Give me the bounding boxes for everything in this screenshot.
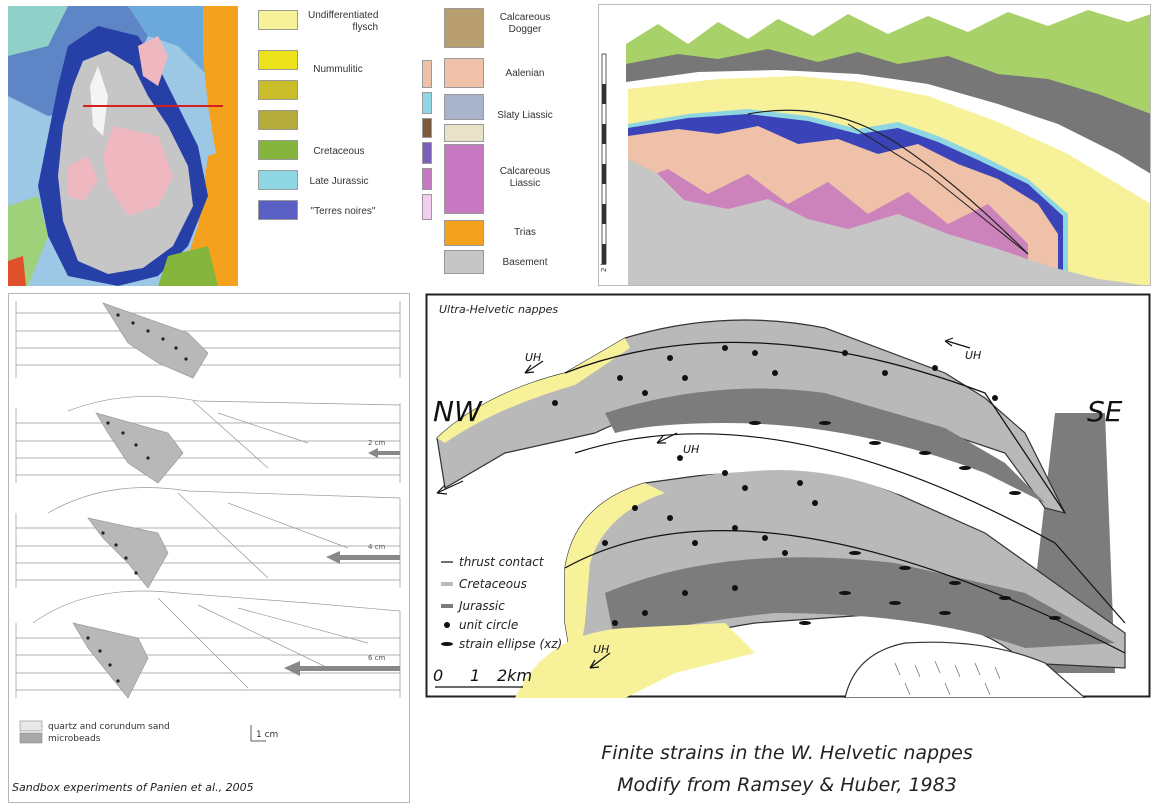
scale-zero: 0: [433, 666, 443, 685]
scale-one: 1: [470, 666, 480, 685]
cross-section: 2 km: [598, 4, 1151, 286]
legend-swatch-flysch: [258, 10, 298, 30]
legend-swatch-terres-noires: [258, 200, 298, 220]
basement-hatch: [894, 660, 1001, 696]
legend-swatch-nummulitic-1: [258, 50, 298, 70]
helvetic-title: Ultra-Helvetic nappes: [439, 303, 558, 316]
legend-jurassic: Jurassic: [457, 599, 505, 613]
uh-arrows: [436, 337, 971, 669]
push-label-2cm: 2 cm: [368, 439, 386, 447]
legend-swatch-trias: [444, 220, 484, 246]
legend-label-calcareous-liassic: Calcareous Liassic: [499, 166, 551, 189]
legend-swatch-aalenian: [444, 58, 484, 88]
label-nw: NW: [433, 395, 483, 428]
legend-marker-1: [422, 60, 432, 88]
unit-circles: [552, 345, 998, 626]
uh-label-4: UH: [593, 643, 609, 656]
push-arrows: [284, 448, 400, 676]
sandbox-stage-3: [15, 487, 401, 589]
legend-marker-2: [422, 92, 432, 114]
legend-label-late-jurassic: Late Jurassic: [309, 176, 369, 187]
label-se: SE: [1087, 395, 1123, 428]
legend-strain-ellipse: strain ellipse (xz): [459, 637, 562, 651]
push-label-6cm: 6 cm: [368, 654, 386, 662]
helvetic-caption-line2: Modify from Ramsey & Huber, 1983: [617, 774, 957, 796]
helvetic-nappes-graphic: Ultra-Helvetic nappes NW SE UH UH UH UH …: [425, 293, 1151, 699]
legend-marker-3: [422, 118, 432, 138]
sandbox-graphic: 2 cm 4 cm 6 cm quartz and corundum sand …: [8, 293, 410, 803]
legend-cretaceous: Cretaceous: [459, 577, 527, 591]
legend-swatch-cretaceous: [258, 140, 298, 160]
legend-thrust-contact: thrust contact: [459, 555, 545, 569]
helvetic-scale-bar: 0 1 2km: [433, 666, 532, 688]
stratigraphic-legend: Undifferentiated flysch Nummulitic Creta…: [250, 6, 590, 276]
legend-label-basement: Basement: [502, 257, 548, 268]
scale-two: 2km: [497, 666, 532, 685]
sandbox-legend-beads-swatch: [19, 732, 43, 744]
sandbox-caption: Sandbox experiments of Panien et al., 20…: [12, 781, 254, 794]
legend-unit-circle: unit circle: [459, 618, 518, 632]
legend-swatch-slaty-liassic-2: [444, 124, 484, 142]
legend-swatch-nummulitic-3: [258, 110, 298, 130]
helvetic-nappes-panel: Ultra-Helvetic nappes NW SE UH UH UH UH …: [425, 293, 1151, 699]
uh-label-2: UH: [965, 349, 981, 362]
legend-swatch-late-jurassic: [258, 170, 298, 190]
legend-label-trias: Trias: [514, 227, 536, 238]
sandbox-stage-4: [15, 590, 401, 699]
legend-label-aalenian: Aalenian: [505, 68, 545, 79]
legend-marker-4: [422, 142, 432, 164]
legend-swatch-basement: [444, 250, 484, 274]
strain-ellipses: [749, 421, 1061, 625]
uh-label-3: UH: [683, 443, 699, 456]
scale-bar-label: 2 km: [600, 254, 608, 272]
geologic-map-graphic: [8, 6, 238, 286]
geologic-map: [8, 6, 238, 286]
legend-swatch-slaty-liassic: [444, 94, 484, 120]
legend-marker-6: [422, 194, 432, 220]
legend-swatch-calcareous-liassic: [444, 144, 484, 214]
sandbox-panel: 2 cm 4 cm 6 cm quartz and corundum sand …: [8, 293, 410, 803]
legend-marker-5: [422, 168, 432, 190]
sandbox-legend-beads-label: microbeads: [48, 734, 101, 744]
legend-label-slaty-liassic: Slaty Liassic: [497, 110, 553, 121]
sandbox-legend-sand-label: quartz and corundum sand: [48, 722, 170, 732]
legend-swatch-dogger: [444, 8, 484, 48]
cross-section-graphic: 2 km: [598, 4, 1151, 286]
legend-label-dogger: Calcareous Dogger: [499, 12, 551, 35]
helvetic-caption-line1: Finite strains in the W. Helvetic nappes: [601, 742, 973, 764]
microbead-markers: [86, 313, 188, 683]
sandbox-legend-sand-swatch: [19, 720, 43, 732]
helvetic-legend: thrust contact Cretaceous Jurassic unit …: [441, 555, 562, 651]
legend-swatch-nummulitic-2: [258, 80, 298, 100]
legend-label-terres-noires: "Terres noires": [310, 206, 376, 217]
legend-label-nummulitic: Nummulitic: [313, 64, 363, 75]
uh-label-1: UH: [525, 351, 541, 364]
legend-label-cretaceous: Cretaceous: [313, 146, 365, 157]
push-label-4cm: 4 cm: [368, 543, 386, 551]
sandbox-scale-bar-label: 1 cm: [256, 730, 278, 740]
sandbox-stage-2: [15, 395, 401, 484]
legend-label-flysch: Undifferentiated flysch: [308, 10, 379, 33]
sandbox-stage-1: [15, 301, 401, 379]
